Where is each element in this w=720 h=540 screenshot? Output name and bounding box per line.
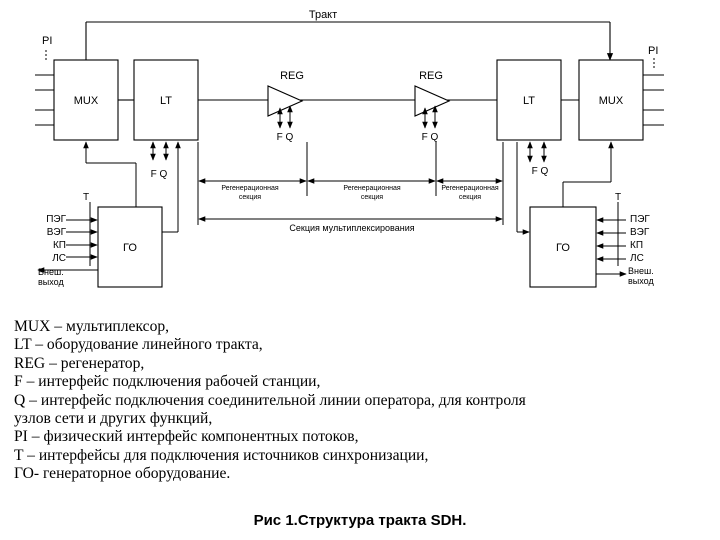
mux-right-label: MUX bbox=[599, 95, 624, 107]
kp-left-label: КП bbox=[53, 240, 66, 251]
reg2-arrows bbox=[422, 105, 438, 129]
lt-right-box bbox=[496, 59, 562, 141]
reg1-triangle bbox=[267, 85, 304, 117]
regen-section-1-line1: Регенерационная bbox=[221, 185, 279, 192]
t-left-label: T bbox=[83, 192, 89, 203]
lt-right-fq-label: F Q bbox=[532, 166, 549, 177]
go-left-inputs bbox=[37, 202, 98, 273]
regen-section-3-line2: секция bbox=[459, 194, 481, 201]
mux-section-label: Секция мультиплексирования bbox=[289, 223, 414, 233]
peg-right-label: ПЭГ bbox=[630, 214, 650, 225]
vnesh-left-label: Внеш. bbox=[38, 267, 64, 277]
lt-left-fq-arrows bbox=[150, 141, 169, 161]
go-right-label: ГО bbox=[556, 242, 570, 254]
reg1-fq-label: F Q bbox=[277, 132, 294, 143]
legend-item-t: T – интерфейсы для подключения источнико… bbox=[14, 446, 429, 464]
regen-section-1-line2: секция bbox=[239, 194, 261, 201]
figure-caption: Рис 1.Структура тракта SDH. bbox=[253, 512, 467, 529]
peg-left-label: ПЭГ bbox=[46, 214, 66, 225]
legend-item-f: F – интерфейс подключения рабочей станци… bbox=[14, 373, 321, 391]
kp-right-label: КП bbox=[630, 240, 643, 251]
vykhod-left-label: выход bbox=[38, 277, 64, 287]
pi-left-label: PI bbox=[42, 35, 52, 47]
regen-section-3-line1: Регенерационная bbox=[441, 185, 499, 192]
mux-right-box bbox=[578, 59, 644, 141]
tract-label: Тракт bbox=[309, 9, 337, 21]
ls-left-label: ЛС bbox=[52, 253, 66, 264]
reg2-label: REG bbox=[419, 70, 443, 82]
legend-item-go: ГО- генераторное оборудование. bbox=[14, 465, 231, 483]
legend-item-q-cont: узлов сети и других функций, bbox=[14, 410, 213, 428]
lt-left-label: LT bbox=[160, 95, 172, 107]
mux-left-box bbox=[53, 59, 119, 141]
legend-item-lt: LT – оборудование линейного тракта, bbox=[14, 336, 263, 354]
reg1-label: REG bbox=[280, 70, 304, 82]
section-brackets bbox=[197, 142, 504, 225]
go-left-label: ГО bbox=[123, 242, 137, 254]
pi-right-label: PI bbox=[648, 45, 658, 57]
legend: MUX – мультиплексор, LT – оборудование л… bbox=[14, 318, 704, 484]
legend-item-mux: MUX – мультиплексор, bbox=[14, 318, 170, 335]
pi-right-lines bbox=[643, 58, 664, 126]
go-right-box bbox=[529, 206, 597, 288]
legend-item-pi: PI – физический интерфейс компонентных п… bbox=[14, 428, 359, 446]
veg-right-label: ВЭГ bbox=[630, 227, 650, 238]
reg2-fq-label: F Q bbox=[422, 132, 439, 143]
reg2-triangle bbox=[414, 85, 451, 117]
vykhod-right-label: выход bbox=[628, 276, 654, 286]
legend-item-reg: REG – регенератор, bbox=[14, 354, 145, 372]
legend-item-q: Q – интерфейс подключения соединительной… bbox=[14, 391, 526, 409]
ls-right-label: ЛС bbox=[630, 253, 644, 264]
regen-section-2-line2: секция bbox=[361, 194, 383, 201]
go-right-links bbox=[516, 141, 614, 235]
sdh-path-diagram: Тракт PI MUX LT REG F Q REG F Q LT MUX P… bbox=[35, 9, 664, 288]
lt-right-fq-arrows bbox=[527, 141, 547, 163]
tract-line bbox=[85, 21, 614, 61]
veg-left-label: ВЭГ bbox=[47, 227, 67, 238]
lt-left-fq-label: F Q bbox=[151, 169, 168, 180]
regen-section-2-line1: Регенерационная bbox=[343, 185, 401, 192]
lt-left-box bbox=[133, 59, 199, 141]
vnesh-right-label: Внеш. bbox=[628, 266, 654, 276]
lt-right-label: LT bbox=[523, 95, 535, 107]
pi-left-lines bbox=[35, 50, 54, 126]
go-right-inputs bbox=[596, 202, 627, 277]
go-left-box bbox=[97, 206, 163, 288]
reg1-arrows bbox=[277, 105, 293, 129]
go-left-links bbox=[83, 141, 181, 233]
t-right-label: T bbox=[615, 192, 621, 203]
mux-left-label: MUX bbox=[74, 95, 99, 107]
